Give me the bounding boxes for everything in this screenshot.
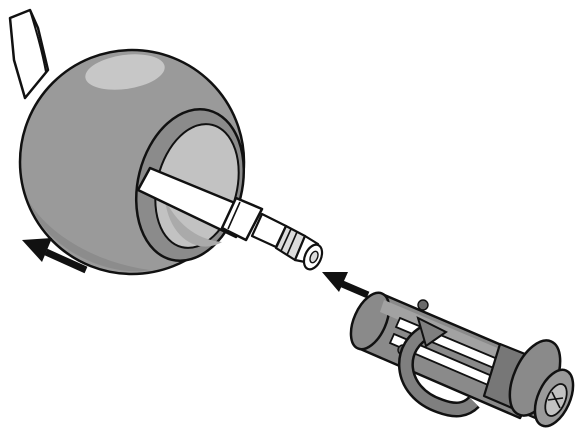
cable-icon xyxy=(10,10,48,98)
ball-icon xyxy=(20,50,259,274)
push-arrow-right-icon xyxy=(322,272,368,295)
